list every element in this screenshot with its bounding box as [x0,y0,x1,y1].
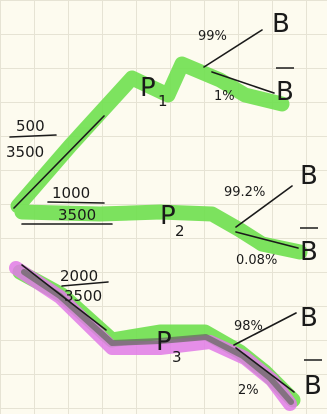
highlight-branch-p1 [10,56,290,214]
fraction-numerator-p1: 500 [16,117,45,135]
ink-lines [9,29,299,393]
branch-p2: 1000 3500 P 2 99.2% B 0.08% B [52,161,318,268]
fraction-bar-p1 [9,134,57,138]
outcome-percent-p2-lower: 0.08% [236,253,277,268]
fraction-denominator-p2: 3500 [58,206,96,224]
node-label-p3: P [156,327,172,357]
highlight-branch-p2 [14,204,308,260]
branch-line-p1 [13,115,105,209]
node-label-p2: P [160,201,176,231]
outcome-line-p2-upper [235,185,293,228]
outcome-label-p1-upper: B [272,9,290,39]
outcome-line-p1-lower [211,71,275,94]
outcome-percent-p3-upper: 98% [234,319,263,334]
fraction-denominator-p1: 3500 [6,143,44,161]
outcome-line-p2-lower [235,231,299,249]
outcome-label-p2-upper: B [300,161,318,191]
outcome-line-p3-lower [235,347,295,393]
fraction-bar-p2 [47,201,105,204]
outcome-line-p3-upper [233,312,297,346]
fraction-numerator-p2: 1000 [52,184,90,202]
fraction-bar-p3 [61,281,109,287]
outcome-label-p3-upper: B [300,303,318,333]
outcome-line-p1-upper [203,29,263,68]
outcome-percent-p3-lower: 2% [238,383,259,398]
outcome-percent-p1-upper: 99% [198,29,227,44]
node-subscript-p3: 3 [172,348,182,366]
outcome-label-p2-lower: B [300,237,318,267]
fraction-numerator-p3: 2000 [60,267,98,285]
highlight-overlap [21,269,294,405]
node-subscript-p1: 1 [158,92,168,110]
outcome-label-p3-lower: B [304,371,322,401]
branch-p3: 2000 3500 P 3 98% B 2% B [60,267,322,401]
branch-line-p3 [21,264,107,331]
node-label-p1: P [140,73,156,103]
outcome-label-p1-lower: B [276,77,294,107]
fraction-denominator-p3: 3500 [64,287,102,305]
outcome-percent-p1-lower: 1% [214,89,235,104]
outcome-percent-p2-upper: 99.2% [224,185,265,200]
branch-p1: 500 3500 P 1 99% B 1% B [6,9,294,161]
node-subscript-p2: 2 [175,222,185,240]
